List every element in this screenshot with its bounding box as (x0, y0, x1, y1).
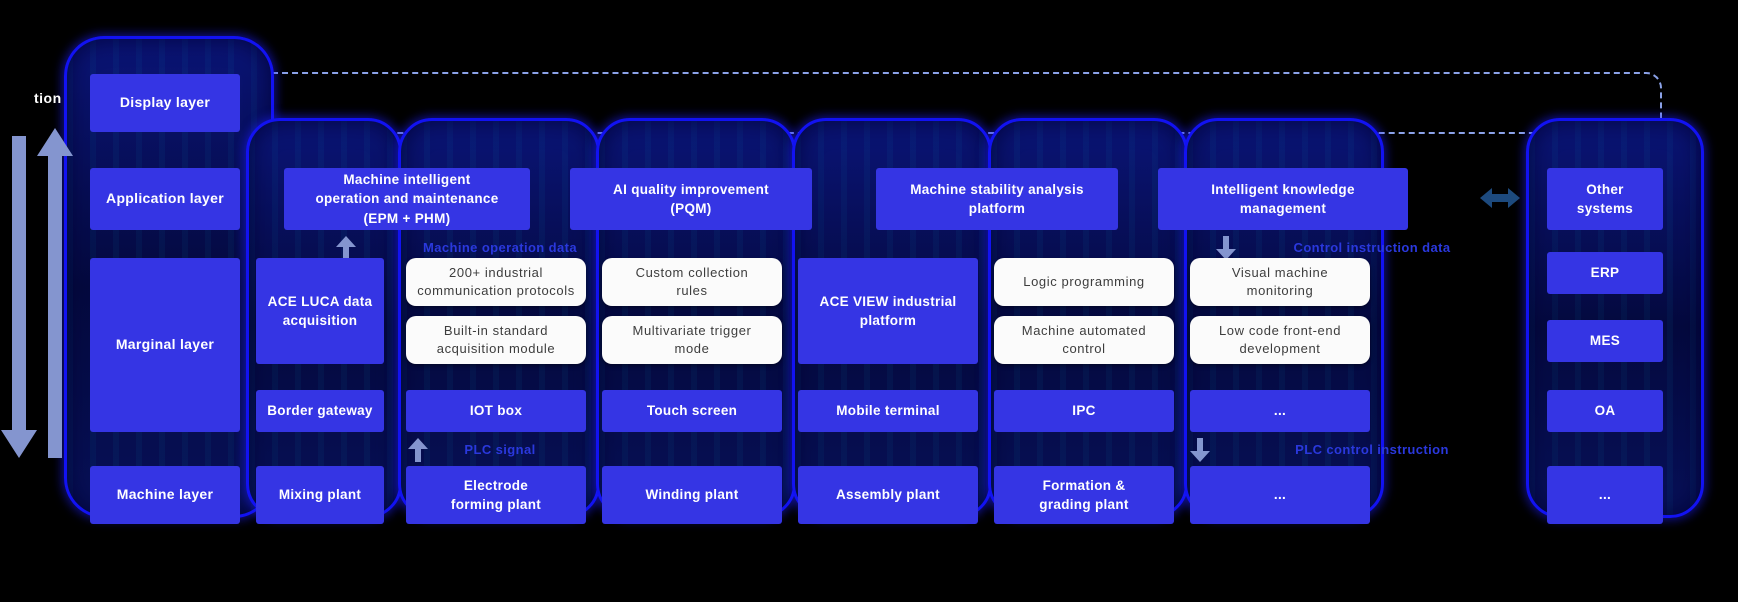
mes-box: MES (1547, 320, 1663, 362)
machine-box-ellipsis-right: ... (1547, 466, 1663, 524)
machine-operation-data-up-arrow-icon (336, 236, 356, 260)
app-box-epm-phm: Machine intelligent operation and mainte… (284, 168, 530, 230)
feature-box-collection-rules: Custom collection rules (602, 258, 782, 306)
device-box-mobile-terminal: Mobile terminal (798, 390, 978, 432)
device-box-ipc: IPC (994, 390, 1174, 432)
layer-box-application: Application layer (90, 168, 240, 230)
truncated-left-label: tion (34, 90, 62, 106)
machine-box-winding-plant: Winding plant (602, 466, 782, 524)
ace-luca-box: ACE LUCA data acquisition (256, 258, 384, 364)
feature-box-trigger-mode: Multivariate trigger mode (602, 316, 782, 364)
layer-box-display: Display layer (90, 74, 240, 132)
plc-signal-up-arrow-icon (408, 438, 428, 462)
machine-operation-data-label: Machine operation data (423, 240, 577, 255)
ace-view-box: ACE VIEW industrial platform (798, 258, 978, 364)
layer-box-marginal: Marginal layer (90, 258, 240, 432)
layer-box-machine: Machine layer (90, 466, 240, 524)
erp-box: ERP (1547, 252, 1663, 294)
app-box-knowledge: Intelligent knowledge management (1158, 168, 1408, 230)
plc-control-down-arrow-icon (1190, 438, 1210, 462)
data-up-arrow-icon (37, 128, 73, 458)
feature-box-protocols: 200+ industrial communication protocols (406, 258, 586, 306)
app-box-stability: Machine stability analysis platform (876, 168, 1118, 230)
control-instruction-data-down-arrow-icon (1216, 236, 1236, 260)
machine-box-ellipsis: ... (1190, 466, 1370, 524)
device-box-touch-screen: Touch screen (602, 390, 782, 432)
device-box-iot-box: IOT box (406, 390, 586, 432)
control-instruction-data-label: Control instruction data (1293, 240, 1451, 255)
data-down-arrow-icon (1, 136, 37, 458)
app-box-pqm: AI quality improvement (PQM) (570, 168, 812, 230)
other-systems-box: Other systems (1547, 168, 1663, 230)
feature-box-visual-monitoring: Visual machine monitoring (1190, 258, 1370, 306)
feature-box-automated-control: Machine automated control (994, 316, 1174, 364)
plc-signal-label: PLC signal (464, 442, 536, 457)
plc-control-instruction-label: PLC control instruction (1295, 442, 1449, 457)
exchange-arrow-icon (1480, 188, 1520, 208)
machine-box-mixing-plant: Mixing plant (256, 466, 384, 524)
feature-box-logic-programming: Logic programming (994, 258, 1174, 306)
machine-box-assembly-plant: Assembly plant (798, 466, 978, 524)
device-box-border-gateway: Border gateway (256, 390, 384, 432)
feature-box-acquisition-module: Built-in standard acquisition module (406, 316, 586, 364)
feature-box-low-code: Low code front-end development (1190, 316, 1370, 364)
device-box-ellipsis: ... (1190, 390, 1370, 432)
machine-box-electrode-forming-plant: Electrode forming plant (406, 466, 586, 524)
oa-box: OA (1547, 390, 1663, 432)
machine-box-formation-grading-plant: Formation & grading plant (994, 466, 1174, 524)
